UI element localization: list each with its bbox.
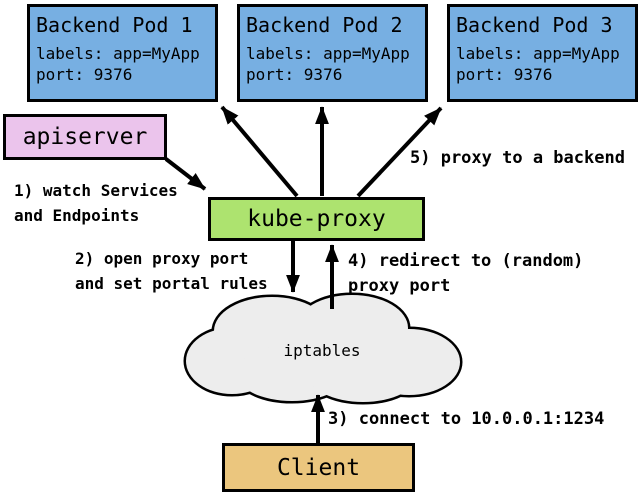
arrow-kube-proxy-to-pod-1 bbox=[220, 105, 299, 198]
step-label-3: 3) connect to 10.0.0.1:1234 bbox=[328, 409, 605, 429]
step-label-4: 4) redirect to (random) proxy port bbox=[348, 251, 584, 296]
pod-2-title: Backend Pod 2 bbox=[246, 13, 403, 37]
pod-1-title: Backend Pod 1 bbox=[36, 13, 193, 37]
pod-2-port: port: 9376 bbox=[246, 65, 343, 84]
node-client: Client bbox=[222, 443, 415, 492]
node-apiserver: apiserver bbox=[3, 114, 167, 160]
node-backend-pod-2: Backend Pod 2 labels: app=MyApp port: 93… bbox=[237, 4, 428, 102]
pod-3-title: Backend Pod 3 bbox=[456, 13, 613, 37]
node-backend-pod-1: Backend Pod 1 labels: app=MyApp port: 93… bbox=[27, 4, 218, 102]
pod-1-port: port: 9376 bbox=[36, 65, 133, 84]
pod-3-port: port: 9376 bbox=[456, 65, 553, 84]
pod-2-labels: labels: app=MyApp bbox=[246, 44, 410, 63]
step-label-5: 5) proxy to a backend bbox=[410, 148, 625, 168]
node-iptables-label: iptables bbox=[283, 341, 361, 360]
pod-3-labels: labels: app=MyApp bbox=[456, 44, 620, 63]
node-backend-pod-3: Backend Pod 3 labels: app=MyApp port: 93… bbox=[447, 4, 638, 102]
step-label-2: 2) open proxy port and set portal rules bbox=[75, 249, 268, 293]
node-kube-proxy: kube-proxy bbox=[208, 197, 425, 241]
pod-1-labels: labels: app=MyApp bbox=[36, 44, 200, 63]
step-label-1: 1) watch Services and Endpoints bbox=[14, 181, 178, 225]
